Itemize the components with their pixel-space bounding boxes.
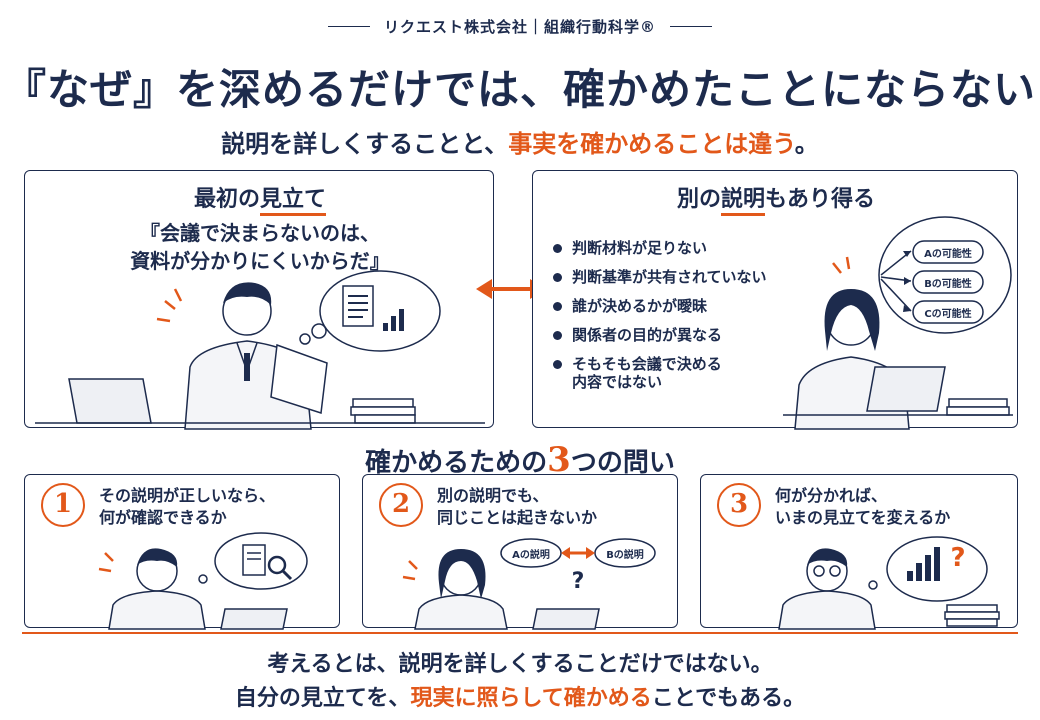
- subtitle-part1: 説明を詳しくすることと、: [221, 129, 509, 158]
- initial-hypothesis-panel: 最初の見立て 『会議で決まらないのは、 資料が分かりにくいからだ』: [24, 170, 495, 430]
- footer-divider: [22, 632, 1018, 634]
- quote-line-1: 『会議で決まらないのは、: [140, 221, 380, 245]
- compare-illustration: [402, 538, 656, 630]
- quote-line-2: 資料が分かりにくいからだ』: [130, 249, 390, 273]
- list-item: 関係者の目的が異なる: [553, 326, 813, 344]
- title-part-a: 最初の: [193, 186, 260, 212]
- footer-line-2-a: 自分の見立てを、: [234, 685, 411, 711]
- header-rule-right: [670, 25, 712, 27]
- initial-hypothesis-title: 最初の見立て: [25, 181, 495, 216]
- section-title: 確かめるための3つの問い: [0, 440, 1040, 480]
- question-text: 何が分かれば、 いまの見立てを変えるか: [775, 485, 1013, 529]
- question-text: その説明が正しいなら、 何が確認できるか: [99, 485, 335, 529]
- alternative-explanation-panel: 別の説明もあり得る 判断材料が足りない 判断基準が共有されていない 誰が決めるか…: [532, 170, 1019, 430]
- header-rule-left: [327, 25, 370, 27]
- b-explanation-label: Bの説明: [606, 550, 644, 561]
- number-badge: 2: [379, 483, 423, 527]
- section-title-number: 3: [547, 440, 571, 480]
- question-line-2: いまの見立てを変えるか: [775, 508, 951, 527]
- question-panel-1: 1 その説明が正しいなら、 何が確認できるか: [24, 474, 340, 630]
- footer-line-2: 自分の見立てを、現実に照らして確かめることでもある。: [0, 680, 1040, 712]
- question-mark-icon: ?: [950, 543, 966, 573]
- question-text: 別の説明でも、 同じことは起きないか: [437, 485, 673, 529]
- section-title-b: つの問い: [570, 448, 675, 478]
- alternative-explanation-title: 別の説明もあり得る: [533, 181, 1019, 216]
- subtitle-part3: 。: [794, 129, 819, 158]
- footer-line-2-emphasis: 現実に照らして確かめる: [410, 685, 652, 711]
- question-panel-2: 2 別の説明でも、 同じことは起きないか Aの説明 Bの説明 ?: [362, 474, 678, 630]
- question-line-1: 別の説明でも、: [437, 486, 549, 505]
- section-title-a: 確かめるための: [365, 448, 548, 478]
- brand-text: リクエスト株式会社｜組織行動科学®: [383, 17, 656, 36]
- list-item: 誰が決めるかが曖昧: [553, 297, 813, 315]
- number-badge: 3: [717, 483, 761, 527]
- alternative-list: 判断材料が足りない 判断基準が共有されていない 誰が決めるかが曖昧 関係者の目的…: [553, 239, 813, 402]
- a-explanation-label: Aの説明: [512, 550, 550, 561]
- footer-line-1: 考えるとは、説明を詳しくすることだけではない。: [267, 651, 773, 677]
- subtitle: 説明を詳しくすることと、事実を確かめることは違う。: [0, 124, 1040, 159]
- question-panel-3: 3 何が分かれば、 いまの見立てを変えるか ?: [700, 474, 1018, 630]
- confirm-illustration: [98, 532, 308, 630]
- possibility-b: Bの可能性: [924, 279, 972, 290]
- footer-line-2-c: ことでもある。: [651, 685, 806, 711]
- title-part-a: 別の: [676, 186, 721, 212]
- main-title: 『なぜ』を深めるだけでは、確かめたことにならない: [3, 65, 1036, 114]
- list-item: そもそも会議で決める内容ではない: [553, 355, 813, 391]
- brand-header: リクエスト株式会社｜組織行動科学®: [0, 14, 1040, 38]
- thinking-man-illustration: [35, 270, 485, 430]
- title-part-b: 説明: [720, 186, 765, 216]
- title-part-b: 見立て: [260, 186, 327, 216]
- list-item: 判断材料が足りない: [553, 239, 813, 257]
- hypothesis-quote: 『会議で決まらないのは、 資料が分かりにくいからだ』: [25, 219, 495, 275]
- question-mark-icon: ?: [571, 569, 585, 594]
- number-badge: 1: [41, 483, 85, 527]
- question-line-1: 何が分かれば、: [775, 486, 888, 505]
- update-view-illustration: [778, 536, 1000, 630]
- possibility-c: Cの可能性: [924, 309, 972, 320]
- question-line-1: その説明が正しいなら、: [99, 486, 276, 505]
- list-item: 判断基準が共有されていない: [553, 268, 813, 286]
- question-line-2: 何が確認できるか: [99, 508, 227, 527]
- title-part-c: もあり得る: [765, 186, 876, 212]
- thinking-woman-illustration: [783, 216, 1013, 430]
- possibility-a: Aの可能性: [924, 249, 972, 260]
- question-line-2: 同じことは起きないか: [437, 508, 598, 527]
- subtitle-emphasis: 事実を確かめることは違う: [508, 129, 795, 158]
